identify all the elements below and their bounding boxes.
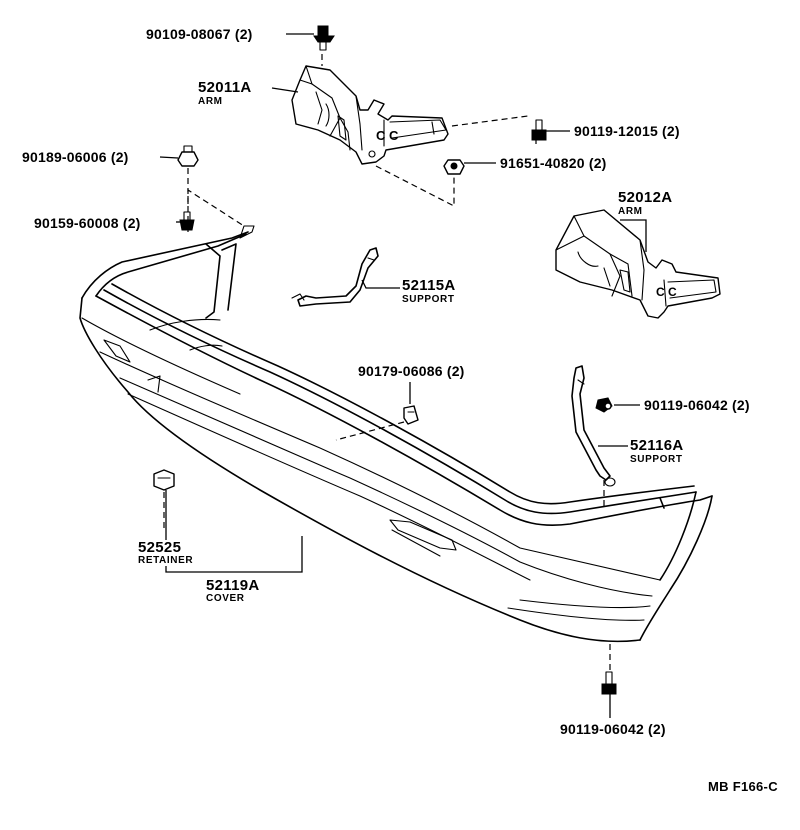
bumper-side-bracket <box>205 225 255 319</box>
label-bolt-support: 90119-06042 (2) <box>644 398 750 412</box>
bolt-bottom-drawing <box>601 671 617 695</box>
bolt-arm-qty: (2) <box>662 123 680 139</box>
support-right-name: SUPPORT <box>630 454 683 465</box>
nut-arm-qty: (2) <box>588 155 607 171</box>
bolt-bottom-part-number: 90119-06042 <box>560 721 644 737</box>
label-clip-center: 90179-06086 (2) <box>358 364 465 378</box>
support-left-drawing <box>291 247 379 307</box>
label-cover: 52119A COVER <box>206 578 260 604</box>
label-support-right: 52116A SUPPORT <box>630 438 684 465</box>
nut-left-drawing <box>177 145 199 167</box>
bolt-arm-drawing <box>531 119 547 141</box>
label-clip-left: 90159-60008 (2) <box>34 216 141 230</box>
leader-lines <box>159 33 647 718</box>
support-right-drawing <box>571 365 616 487</box>
assembly-dashed-lines <box>163 54 611 670</box>
support-left-part-number: 52115A <box>402 277 456 294</box>
bumper-cover-drawing <box>79 231 713 643</box>
arm-right-drawing: C C <box>555 209 721 319</box>
clip-center-drawing <box>403 405 419 425</box>
bolt-top-qty: (2) <box>234 26 253 42</box>
clip-center-part-number: 90179-06086 <box>358 363 443 379</box>
clip-left-qty: (2) <box>122 215 141 231</box>
arm-right-part-number: 52012A <box>618 189 673 206</box>
nut-arm-part-number: 91651-40820 <box>500 155 585 171</box>
label-bolt-bottom: 90119-06042 (2) <box>560 722 666 736</box>
bolt-bottom-qty: (2) <box>648 721 666 737</box>
label-arm-right: 52012A ARM <box>618 190 672 217</box>
clip-left-part-number: 90159-60008 <box>34 215 119 231</box>
diagram-code: MB F166-C <box>708 779 778 794</box>
support-left-name: SUPPORT <box>402 294 455 305</box>
label-nut-arm: 91651-40820 (2) <box>500 156 607 170</box>
bolt-support-qty: (2) <box>732 397 750 413</box>
label-nut-left: 90189-06006 (2) <box>22 150 129 164</box>
nut-left-qty: (2) <box>110 149 129 165</box>
support-right-part-number: 52116A <box>630 437 684 454</box>
bolt-arm-part-number: 90119-12015 <box>574 123 658 139</box>
retainer-name: RETAINER <box>138 555 194 566</box>
nut-left-part-number: 90189-06006 <box>22 149 107 165</box>
retainer-drawing <box>153 469 175 491</box>
arm-right-name: ARM <box>618 206 643 217</box>
label-retainer: 52525 RETAINER <box>138 540 193 566</box>
label-arm-left: 52011A ARM <box>198 80 252 107</box>
bolt-support-drawing <box>595 397 613 413</box>
label-bolt-top: 90109-08067 (2) <box>146 27 253 41</box>
cover-part-number: 52119A <box>206 577 260 594</box>
nut-arm-drawing <box>443 159 465 175</box>
retainer-part-number: 52525 <box>138 539 182 556</box>
arm-left-drawing: C C <box>291 65 449 165</box>
label-support-left: 52115A SUPPORT <box>402 278 456 305</box>
svg-text:C C: C C <box>656 285 677 299</box>
bolt-top-part-number: 90109-08067 <box>146 26 231 42</box>
bolt-support-part-number: 90119-06042 <box>644 397 728 413</box>
clip-left-drawing <box>179 211 195 231</box>
bolt-top-drawing <box>313 25 335 51</box>
label-bolt-arm: 90119-12015 (2) <box>574 124 680 138</box>
cover-name: COVER <box>206 593 245 604</box>
arm-left-part-number: 52011A <box>198 79 252 96</box>
clip-center-qty: (2) <box>446 363 465 379</box>
svg-text:C C: C C <box>376 128 399 143</box>
arm-left-name: ARM <box>198 96 223 107</box>
